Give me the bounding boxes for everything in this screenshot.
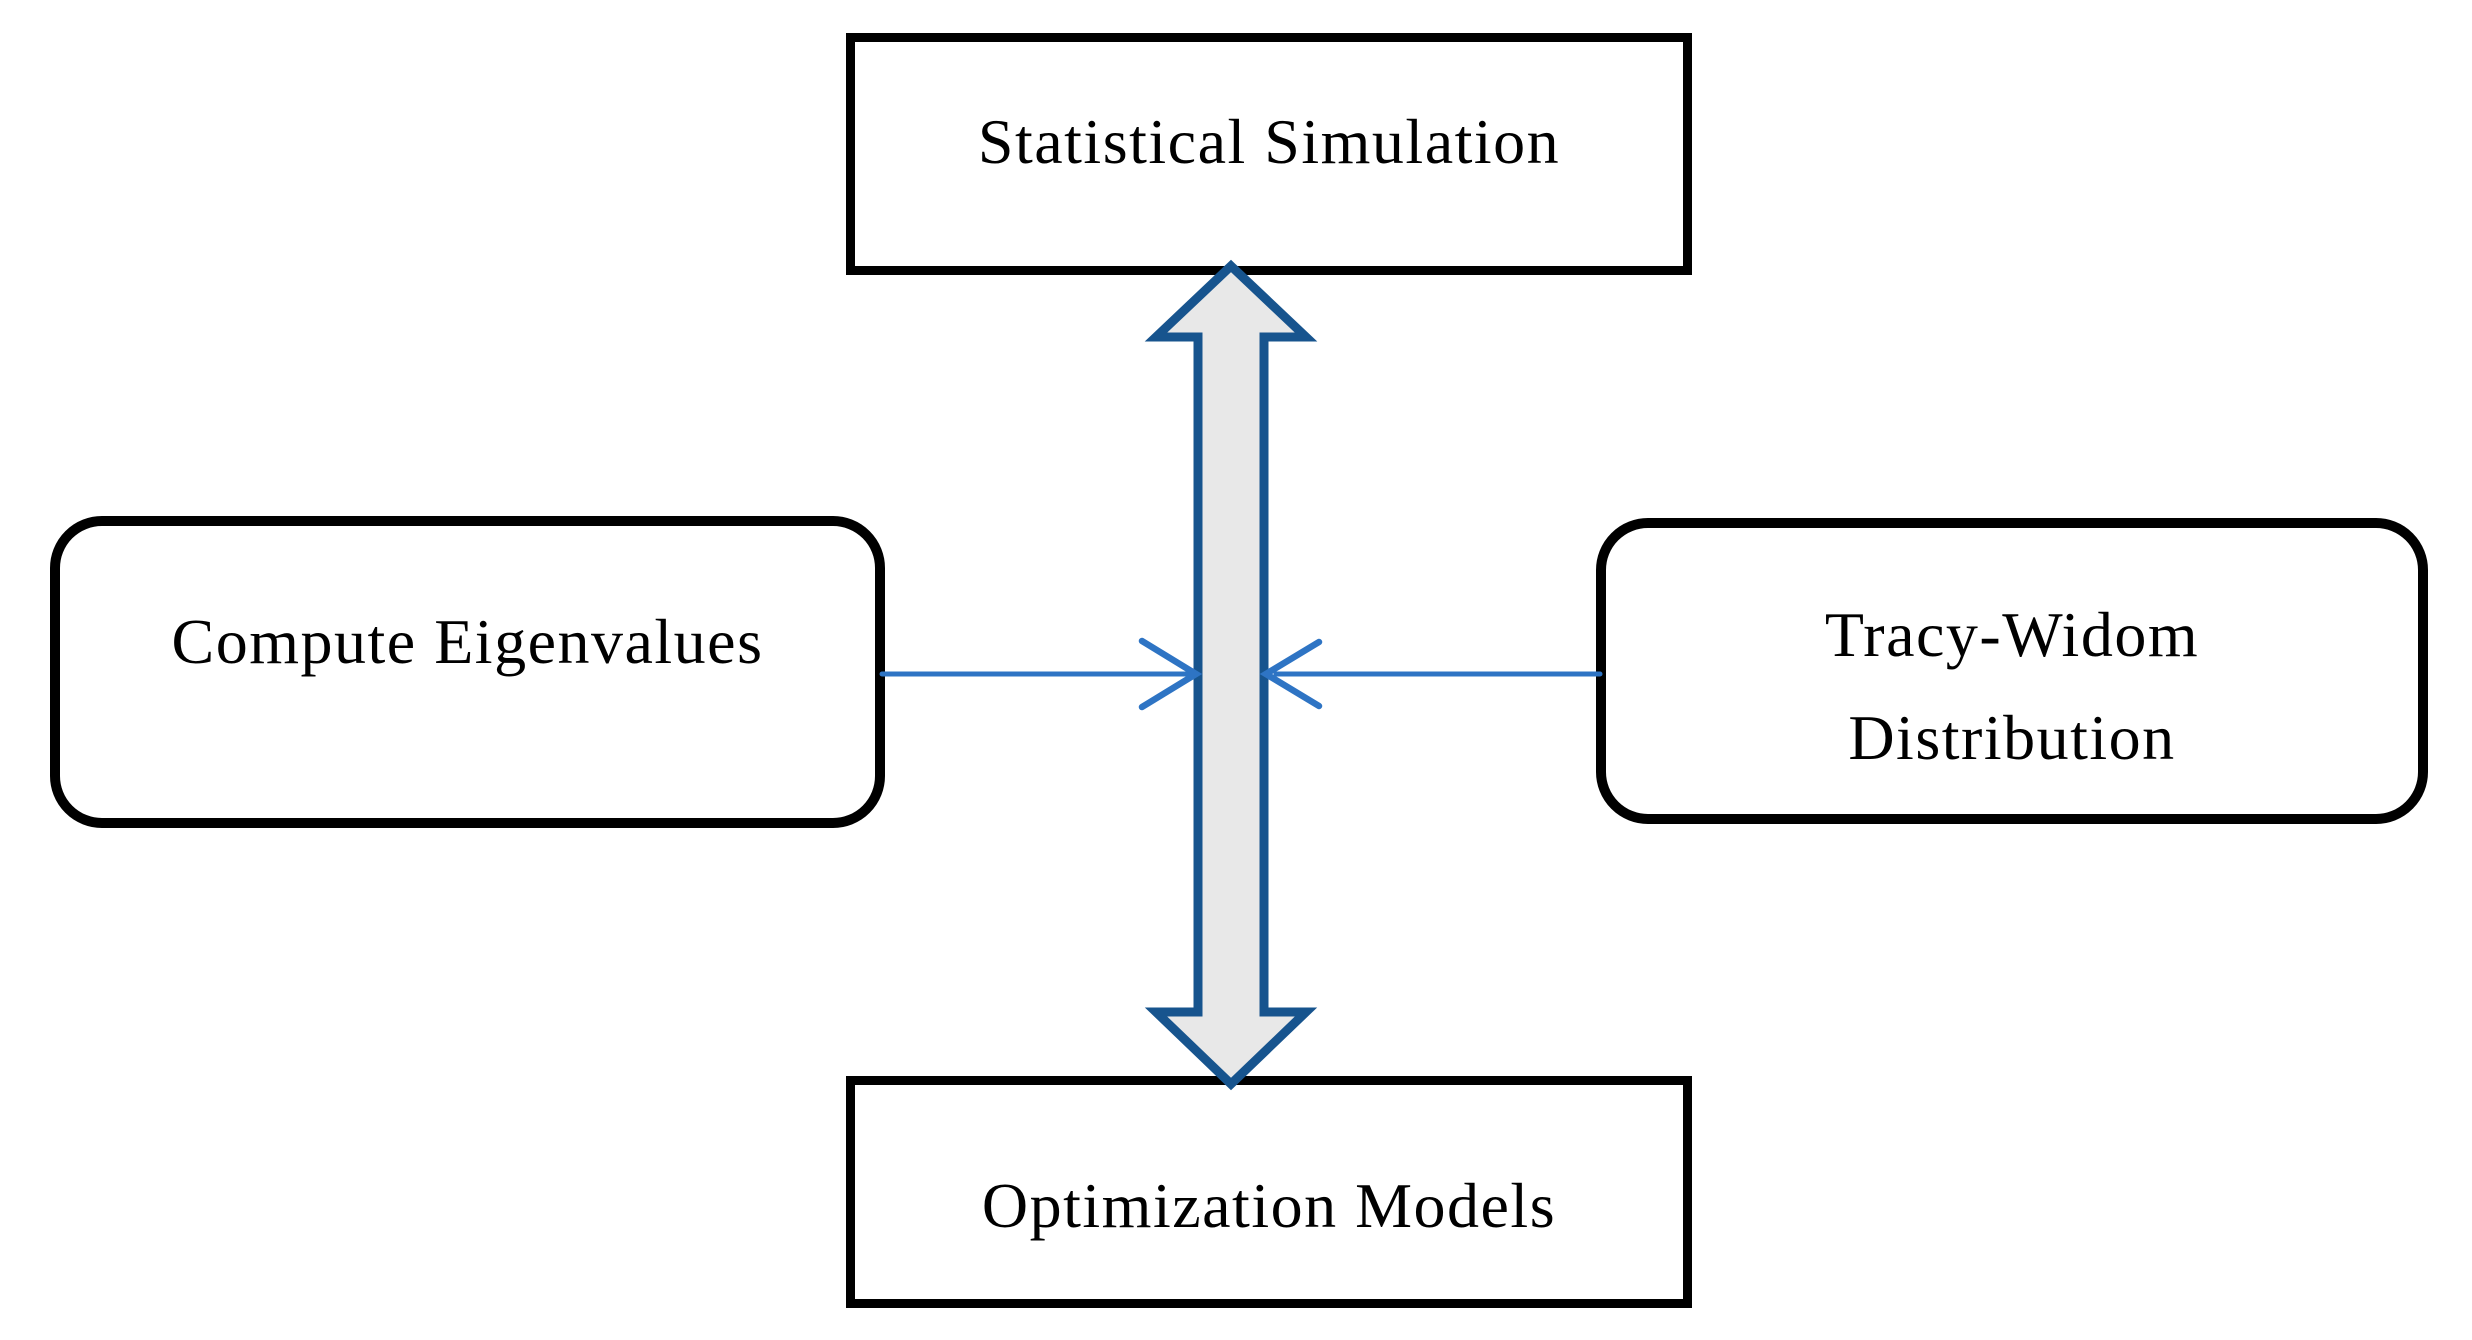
tracy-widom-line1: Tracy-Widom — [1824, 599, 2200, 670]
node-tracy-widom-distribution: Tracy-Widom Distribution — [1596, 518, 2428, 824]
node-optimization-models-label: Optimization Models — [981, 1170, 1557, 1242]
tracy-widom-line2: Distribution — [1848, 702, 2176, 773]
node-statistical-simulation-label: Statistical Simulation — [977, 106, 1561, 178]
left-arrow-head-right-icon — [1138, 637, 1203, 711]
left-to-center-arrow — [879, 637, 1203, 711]
node-optimization-models: Optimization Models — [846, 1076, 1692, 1308]
right-to-center-arrow — [1259, 638, 1603, 710]
node-compute-eigenvalues-label: Compute Eigenvalues — [171, 606, 764, 678]
right-arrow-head-left-icon — [1259, 638, 1323, 710]
node-compute-eigenvalues: Compute Eigenvalues — [50, 516, 885, 828]
node-statistical-simulation: Statistical Simulation — [846, 33, 1692, 275]
vertical-double-block-arrow-icon — [1144, 259, 1318, 1091]
node-tracy-widom-distribution-label: Tracy-Widom Distribution — [1825, 583, 2199, 789]
